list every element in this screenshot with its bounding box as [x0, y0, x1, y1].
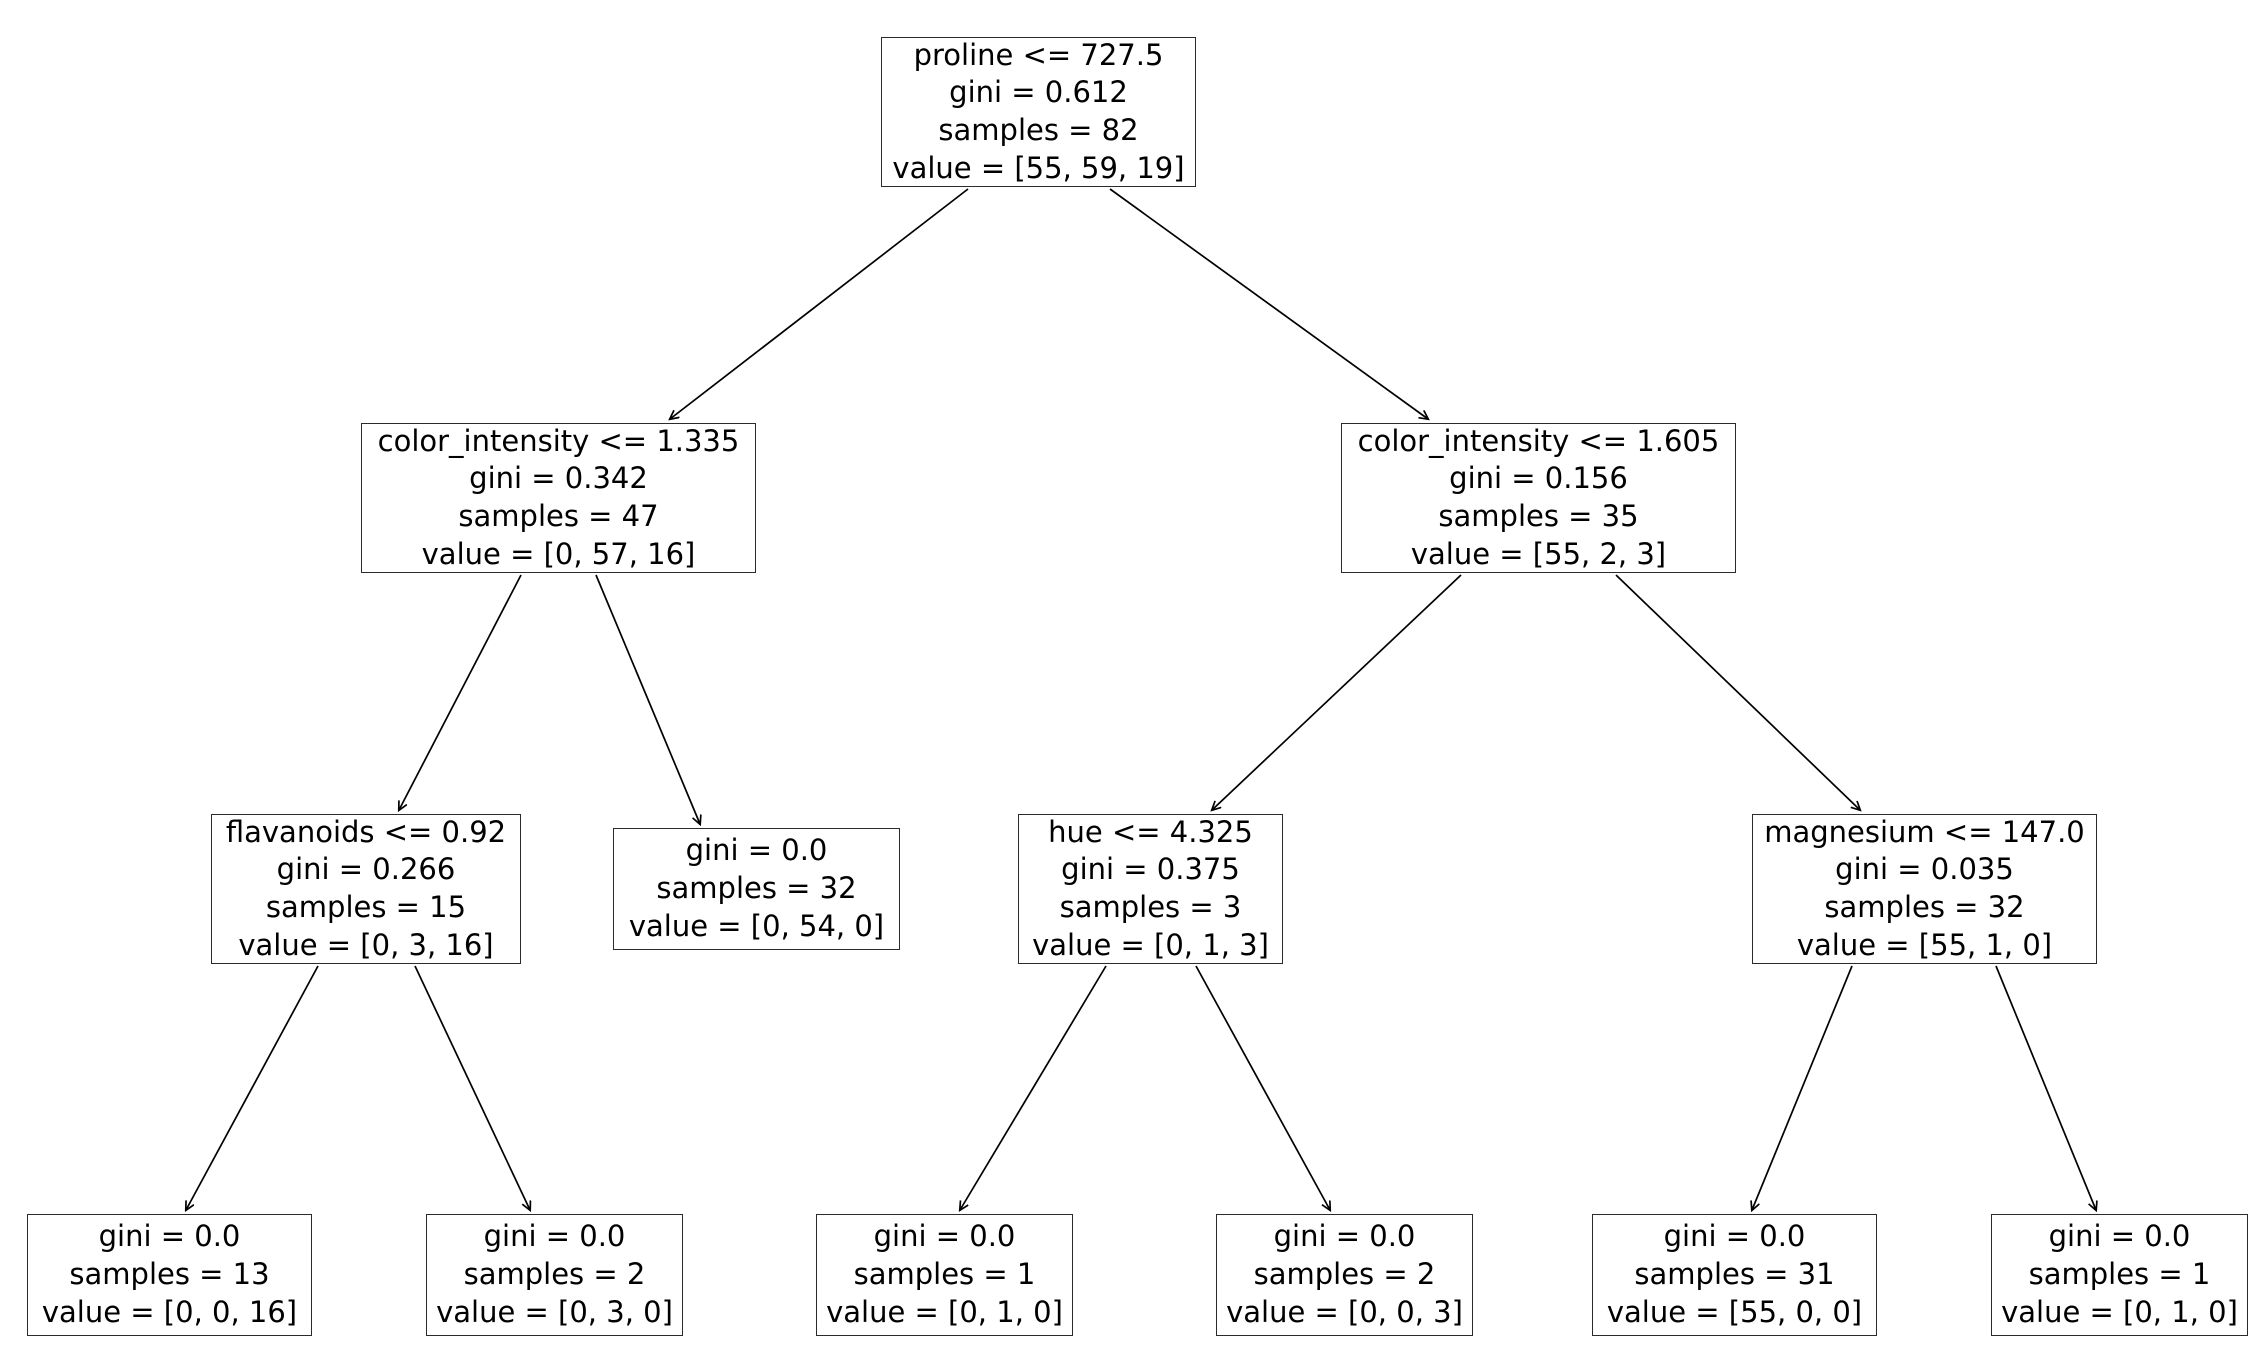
node-condition: proline <= 727.5	[913, 37, 1164, 72]
tree-edges	[186, 188, 2096, 1210]
node-samples: samples = 32	[656, 871, 857, 906]
node-samples: samples = 2	[463, 1257, 646, 1292]
node-samples: samples = 1	[2028, 1257, 2211, 1292]
node-value: value = [0, 54, 0]	[628, 908, 885, 943]
tree-edge-false	[1195, 965, 1330, 1210]
tree-edge-true	[1212, 574, 1462, 810]
node-gini: gini = 0.342	[469, 461, 648, 496]
node-gini: gini = 0.0	[483, 1219, 626, 1254]
tree-edge-true	[399, 574, 522, 810]
node-value: value = [0, 1, 0]	[2001, 1294, 2238, 1329]
node-value: value = [0, 0, 3]	[1226, 1294, 1463, 1329]
node-condition: flavanoids <= 0.92	[225, 814, 507, 849]
node-samples: samples = 3	[1059, 890, 1242, 924]
node-condition: color_intensity <= 1.335	[377, 423, 740, 458]
tree-edge-false	[1109, 188, 1428, 419]
node-gini: gini = 0.0	[98, 1219, 241, 1254]
tree-edge-true	[960, 965, 1107, 1210]
tree-edge-true	[186, 965, 319, 1210]
node-gini: gini = 0.156	[1449, 461, 1628, 496]
tree-edge-false	[1615, 574, 1860, 810]
node-value: value = [0, 1, 3]	[1032, 927, 1269, 962]
node-gini: gini = 0.375	[1061, 852, 1240, 887]
node-condition: hue <= 4.325	[1048, 814, 1253, 849]
node-value: value = [0, 1, 0]	[826, 1294, 1063, 1329]
node-value: value = [55, 59, 19]	[892, 150, 1185, 185]
node-samples: samples = 47	[458, 499, 659, 533]
tree-edge-true	[670, 188, 969, 419]
node-value: value = [0, 3, 16]	[238, 927, 494, 962]
node-samples: samples = 2	[1253, 1257, 1436, 1292]
node-value: value = [0, 57, 16]	[421, 536, 696, 571]
node-samples: samples = 35	[1438, 499, 1639, 533]
node-value: value = [55, 0, 0]	[1606, 1294, 1863, 1329]
node-gini: gini = 0.035	[1835, 852, 2014, 887]
node-value: value = [55, 1, 0]	[1796, 927, 2053, 962]
node-condition: color_intensity <= 1.605	[1357, 423, 1720, 458]
node-samples: samples = 82	[938, 113, 1139, 147]
node-samples: samples = 15	[265, 890, 467, 924]
node-gini: gini = 0.0	[1663, 1219, 1806, 1254]
tree-edge-true	[1752, 965, 1853, 1210]
node-samples: samples = 31	[1634, 1257, 1835, 1292]
node-samples: samples = 32	[1824, 890, 2025, 924]
node-value: value = [55, 2, 3]	[1410, 536, 1667, 571]
node-value: value = [0, 0, 16]	[41, 1294, 298, 1329]
node-gini: gini = 0.0	[873, 1219, 1016, 1254]
node-samples: samples = 1	[853, 1257, 1036, 1292]
node-gini: gini = 0.0	[2048, 1219, 2191, 1254]
tree-edge-false	[595, 574, 700, 824]
tree-edge-false	[1995, 965, 2096, 1210]
node-condition: magnesium <= 147.0	[1764, 814, 2085, 849]
node-gini: gini = 0.0	[685, 833, 828, 868]
node-gini: gini = 0.0	[1273, 1219, 1416, 1254]
node-gini: gini = 0.612	[949, 75, 1128, 110]
tree-edge-false	[414, 965, 530, 1210]
node-value: value = [0, 3, 0]	[436, 1294, 673, 1329]
node-gini: gini = 0.266	[276, 852, 456, 887]
node-samples: samples = 13	[69, 1257, 270, 1292]
